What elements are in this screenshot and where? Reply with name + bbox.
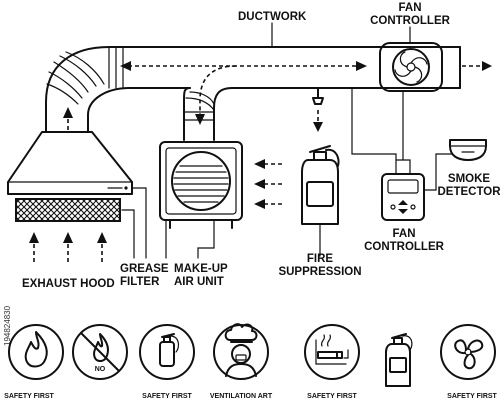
badge-1: SAFETY FIRST bbox=[4, 324, 64, 400]
badge-row: SAFETY FIRST NO SAFETY FIRST bbox=[4, 323, 498, 400]
badge-5: SAFETY FIRST bbox=[304, 324, 360, 400]
chef-icon bbox=[224, 323, 258, 377]
exhaust-hood bbox=[7, 131, 133, 195]
fire-extinguisher bbox=[301, 145, 340, 257]
label-fire-suppression-1: FIRE bbox=[307, 253, 334, 265]
label-grease-filter-2: FILTER bbox=[120, 276, 160, 288]
label-exhaust-hood: EXHAUST HOOD bbox=[22, 278, 115, 290]
grease-filter bbox=[15, 198, 121, 222]
make-up-air-unit bbox=[159, 141, 243, 259]
label-grease-filter-1: GREASE bbox=[120, 263, 169, 275]
badge-2-no: NO bbox=[95, 366, 106, 373]
watermark-id: 194824830 bbox=[3, 305, 12, 346]
fan-icon bbox=[454, 339, 484, 370]
supply-arrows bbox=[254, 159, 282, 209]
label-make-up-air-unit-2: AIR UNIT bbox=[174, 276, 224, 288]
no-fire-icon bbox=[93, 333, 109, 362]
badge-7-label: SAFETY FIRST bbox=[447, 393, 497, 400]
label-fan-controller-top-2: CONTROLLER bbox=[370, 15, 451, 27]
smoke-detector bbox=[449, 139, 487, 161]
badge-5-label: SAFETY FIRST bbox=[307, 393, 357, 400]
badge-1-label: SAFETY FIRST bbox=[4, 393, 54, 400]
ductwork bbox=[45, 42, 492, 141]
fire-extinguisher-icon bbox=[159, 333, 180, 367]
label-make-up-air-unit-1: MAKE-UP bbox=[174, 263, 228, 275]
fire-extinguisher-icon bbox=[385, 333, 413, 387]
fire-icon bbox=[24, 331, 48, 368]
label-fan-controller-top-1: FAN bbox=[399, 2, 422, 14]
label-ductwork: DUCTWORK bbox=[238, 11, 307, 23]
label-smoke-detector-2: DETECTOR bbox=[437, 186, 500, 198]
label-smoke-detector-1: SMOKE bbox=[448, 173, 491, 185]
label-fire-suppression-2: SUPPRESSION bbox=[278, 266, 361, 278]
label-fan-controller-bottom-2: CONTROLLER bbox=[364, 241, 445, 253]
badge-7: SAFETY FIRST bbox=[440, 324, 498, 400]
intake-arrows bbox=[29, 232, 107, 262]
badge-6 bbox=[385, 333, 413, 387]
badge-3-label: SAFETY FIRST bbox=[142, 393, 192, 400]
smoking-icon bbox=[315, 334, 349, 365]
fan-controller-panel bbox=[351, 87, 453, 221]
label-fan-controller-bottom-1: FAN bbox=[393, 228, 416, 240]
diagram-labels: DUCTWORK FAN CONTROLLER SMOKE DETECTOR F… bbox=[22, 2, 500, 290]
badge-4-label: VENTILATION ART bbox=[210, 393, 273, 400]
badge-3: SAFETY FIRST bbox=[139, 324, 195, 400]
badge-4: VENTILATION ART bbox=[210, 323, 273, 400]
badge-2: NO bbox=[72, 324, 128, 380]
